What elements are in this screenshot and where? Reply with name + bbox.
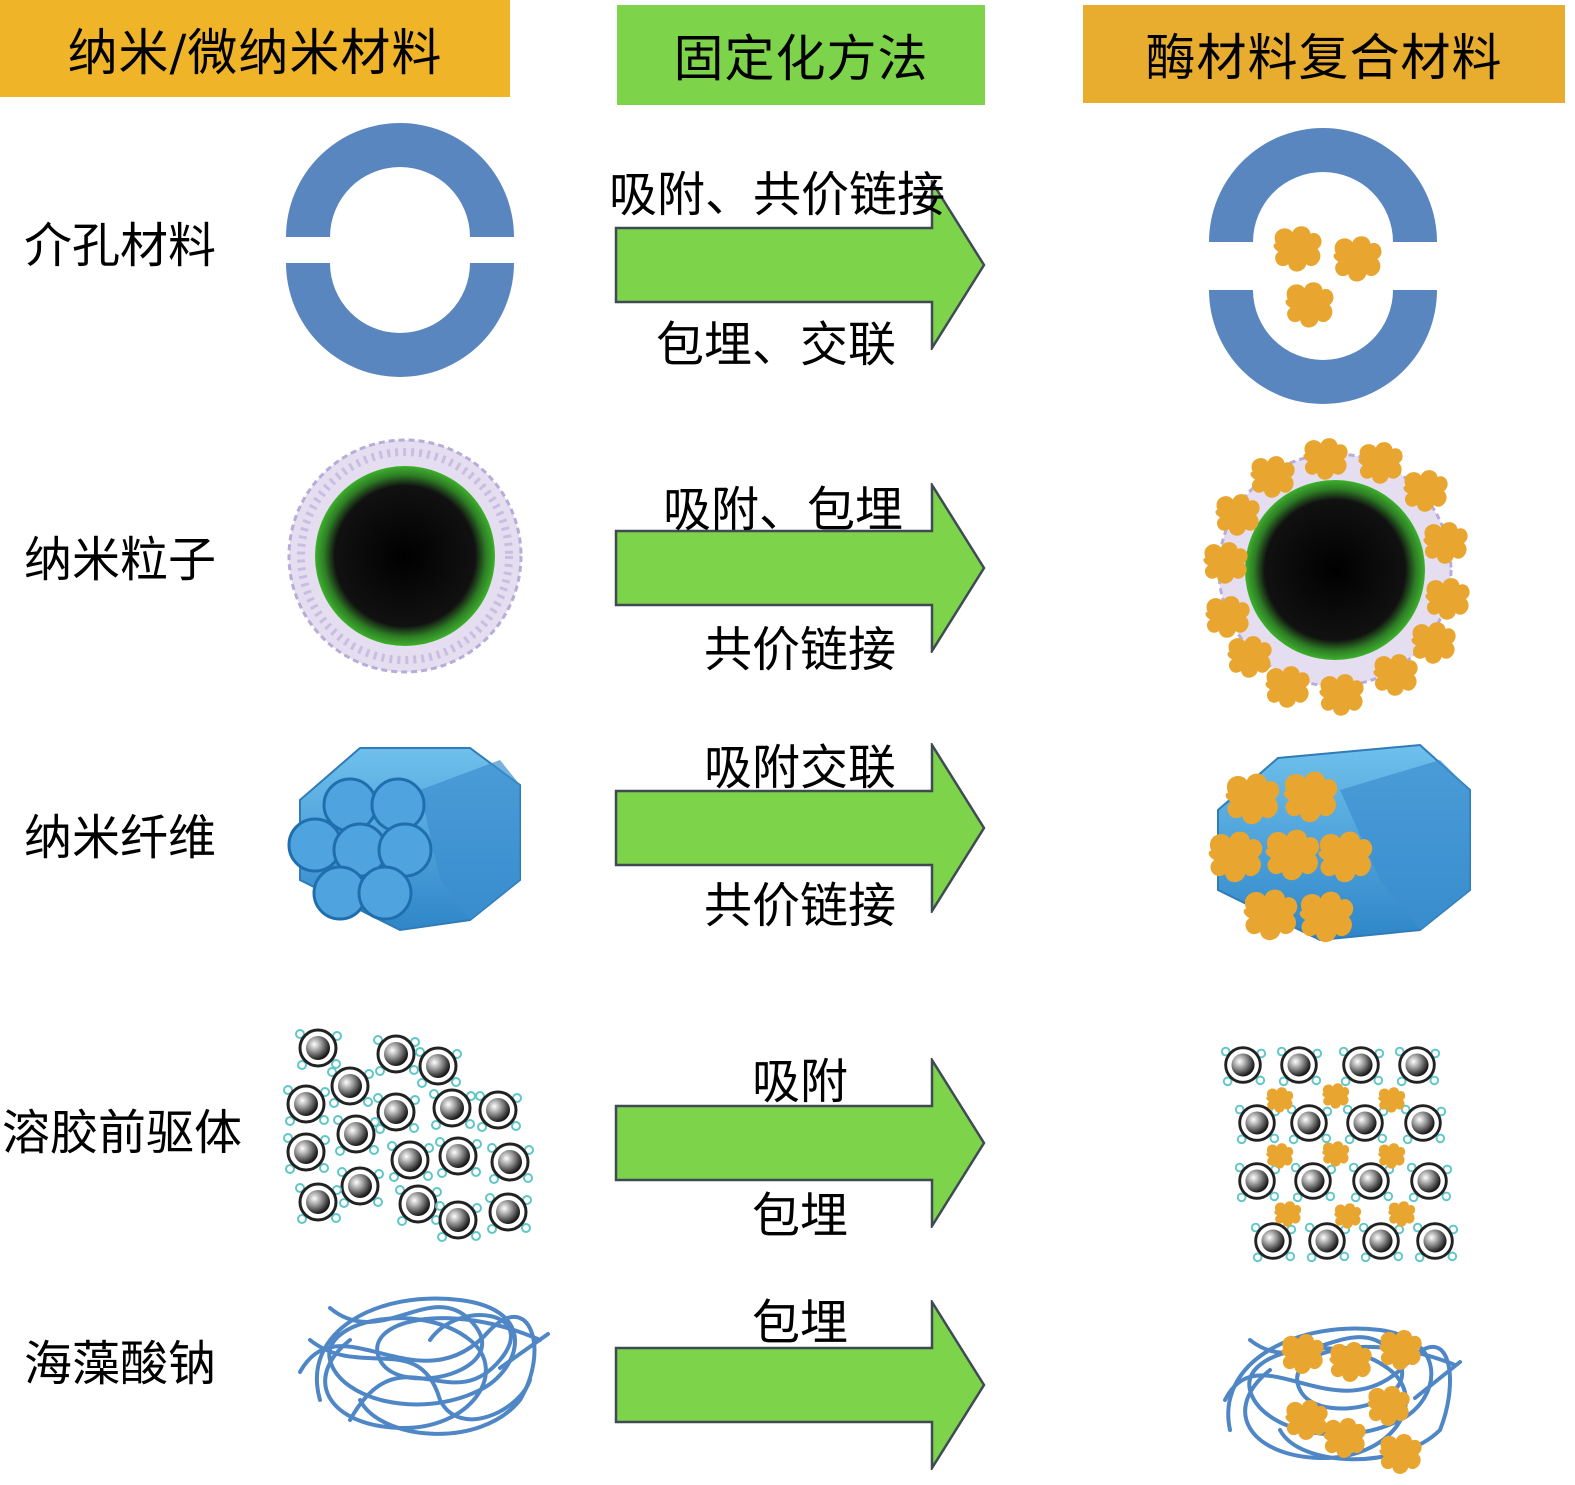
enzyme-icon (1273, 226, 1322, 272)
enzyme-icon (1329, 1341, 1372, 1382)
enzyme-icon (1425, 578, 1470, 620)
enzyme-icon (1266, 1143, 1294, 1169)
enzyme-icon (1285, 282, 1334, 328)
alginate-network-icon (298, 1296, 550, 1436)
enzyme-icon (1333, 236, 1382, 282)
enzyme-icon (1378, 1143, 1406, 1169)
enzyme-icon (1208, 831, 1263, 883)
enzyme-icon (1215, 494, 1260, 536)
enzyme-icon (1322, 1141, 1350, 1167)
enzyme-icon (1379, 1329, 1422, 1370)
enzyme-icon (1281, 1333, 1324, 1374)
material-label-mesoporous: 介孔材料 (24, 218, 217, 274)
method-top-row3: 吸附交联 (703, 740, 896, 796)
nanoparticle-composite-icon (1203, 438, 1470, 716)
method-top-row4: 吸附 (751, 1054, 848, 1110)
header-materials-label: 纳米/微纳米材料 (67, 23, 443, 82)
enzyme-icon (1322, 1083, 1350, 1109)
enzyme-icon (1411, 622, 1456, 664)
enzyme-icon (1227, 636, 1272, 678)
enzyme-icon (1203, 542, 1248, 584)
enzyme-icon (1283, 771, 1338, 823)
material-label-alginate: 海藻酸钠 (24, 1336, 217, 1392)
enzyme-icon (1225, 773, 1280, 825)
enzyme-icon (1265, 666, 1310, 708)
nanofiber-composite-icon (1208, 743, 1471, 943)
method-top-row1: 吸附、共价链接 (608, 167, 945, 223)
header-methods-label: 固定化方法 (673, 30, 929, 88)
enzyme-icon (1423, 522, 1468, 564)
method-top-row2: 吸附、包埋 (662, 482, 903, 538)
material-label-sol-precursor: 溶胶前驱体 (2, 1105, 243, 1161)
enzyme-icon (1265, 829, 1320, 881)
enzyme-icon (1285, 1399, 1328, 1440)
enzyme-icon (1318, 831, 1373, 883)
material-label-nanoparticle: 纳米粒子 (24, 532, 217, 588)
nanoparticle-icon (287, 438, 523, 674)
method-bottom-row1: 包埋、交联 (655, 317, 896, 373)
method-bottom-row4: 包埋 (751, 1188, 848, 1244)
enzyme-icon (1303, 438, 1348, 480)
enzyme-icon (1367, 1385, 1410, 1426)
material-label-nanofiber: 纳米纤维 (24, 810, 217, 866)
sol-precursor-icon (282, 1028, 535, 1243)
enzyme-icon (1358, 442, 1403, 484)
mesoporous-ring-icon (286, 123, 514, 377)
enzyme-icon (1373, 654, 1418, 696)
enzyme-icon (1250, 456, 1295, 498)
method-top-row5: 包埋 (751, 1295, 848, 1351)
header-composites: 酶材料复合材料 (1083, 5, 1565, 103)
sol-composite-icon (1220, 1046, 1459, 1263)
enzyme-icon (1274, 1201, 1302, 1227)
header-materials: 纳米/微纳米材料 (0, 0, 510, 97)
nanofiber-icon (287, 747, 521, 932)
header-composites-label: 酶材料复合材料 (1145, 29, 1503, 87)
enzyme-icon (1319, 674, 1364, 716)
enzyme-icon (1388, 1201, 1416, 1227)
enzyme-icon (1378, 1087, 1406, 1113)
enzyme-icon (1205, 596, 1250, 638)
method-bottom-row3: 共价链接 (703, 878, 896, 934)
enzyme-icon (1323, 1417, 1366, 1458)
enzyme-icon (1403, 470, 1448, 512)
enzyme-icon (1266, 1087, 1294, 1113)
enzyme-icon (1334, 1203, 1362, 1229)
header-methods: 固定化方法 (617, 5, 985, 105)
method-bottom-row2: 共价链接 (703, 622, 896, 678)
enzyme-icon (1379, 1433, 1422, 1474)
mesoporous-composite-icon (1209, 128, 1437, 404)
enzyme-icon (1243, 889, 1298, 941)
alginate-composite-icon (1223, 1326, 1462, 1474)
enzyme-icon (1299, 891, 1354, 943)
